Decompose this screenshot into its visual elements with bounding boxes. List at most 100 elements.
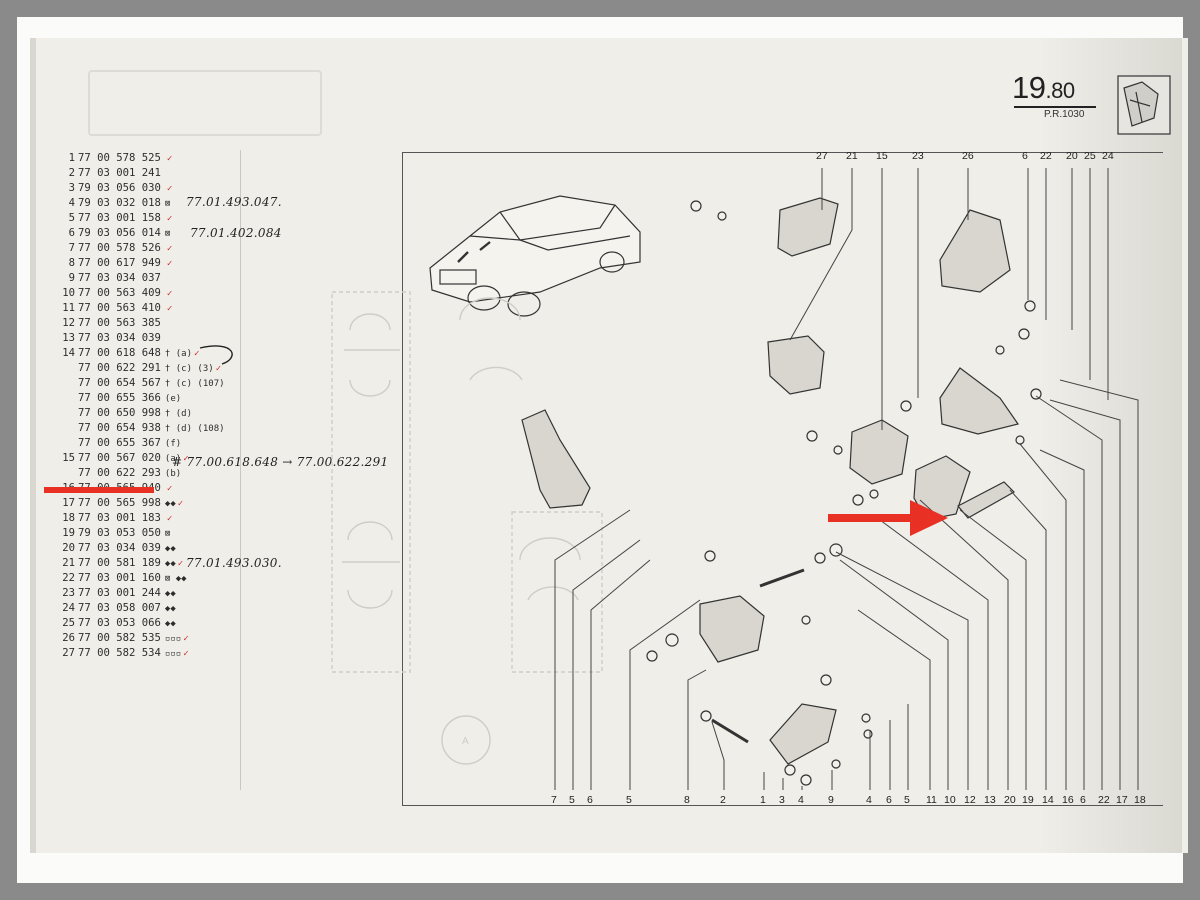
part-reference: 77 00 578 525 <box>78 152 161 164</box>
callout-bottom: 16 <box>1062 794 1074 806</box>
callout-bottom: 2 <box>720 794 726 806</box>
part-index: 17 <box>62 497 75 509</box>
section-thumbnail-icon <box>1117 75 1171 135</box>
part-index: 19 <box>62 527 75 539</box>
part-index: 2 <box>68 167 75 179</box>
part-reference: 77 00 563 409 <box>78 287 161 299</box>
part-reference: 77 03 001 241 <box>78 167 161 179</box>
callout-bottom: 6 <box>1080 794 1086 806</box>
part-code: ◆◆ <box>164 619 176 629</box>
faint-bleedthrough-box <box>88 70 322 136</box>
part-code: ◆◆ <box>164 499 176 509</box>
part-reference: 77 00 622 293 <box>78 467 161 479</box>
check-tick-icon: ✓ <box>183 649 189 659</box>
part-index: 27 <box>62 647 75 659</box>
check-tick-icon: ✓ <box>166 184 173 194</box>
callout-top: 22 <box>1040 150 1052 162</box>
part-reference: 77 03 034 039 <box>78 332 161 344</box>
leader-lines <box>554 168 1139 790</box>
callout-bottom: 4 <box>798 794 804 806</box>
part-row: 77 00 655 367(f) <box>62 436 262 451</box>
check-tick-icon: ✓ <box>166 154 173 164</box>
part-index: 26 <box>62 632 75 644</box>
part-index: 11 <box>62 302 75 314</box>
part-index: 3 <box>68 182 75 194</box>
callout-top: 24 <box>1102 150 1114 162</box>
column-divider <box>240 150 241 790</box>
part-reference: 77 00 565 998 <box>78 497 161 509</box>
part-index: 24 <box>62 602 75 614</box>
part-index: 18 <box>62 512 75 524</box>
part-code: ⊠ <box>164 529 171 539</box>
part-index: 13 <box>62 332 75 344</box>
callout-bottom: 5 <box>626 794 632 806</box>
part-code: ⊠ <box>164 229 171 239</box>
part-code: ▫▫▫ <box>164 649 182 659</box>
part-reference: 77 00 563 410 <box>78 302 161 314</box>
check-tick-icon: ✓ <box>215 364 222 374</box>
callout-bottom: 5 <box>904 794 910 806</box>
part-reference: 77 00 654 567 <box>78 377 161 389</box>
svg-text:A: A <box>462 736 469 747</box>
callout-bottom: 18 <box>1134 794 1146 806</box>
part-row: 77 00 650 998† (d) <box>62 406 262 421</box>
callout-top: 25 <box>1084 150 1096 162</box>
catalogue-page <box>30 38 1188 853</box>
part-code: (f) <box>164 439 182 449</box>
callout-bottom: 4 <box>866 794 872 806</box>
part-reference: 79 03 056 014 <box>78 227 161 239</box>
callout-top: 27 <box>816 150 828 162</box>
handwritten-note-6: 77.01.402.084 <box>190 226 282 240</box>
part-code: (b) <box>164 469 182 479</box>
part-reference: 79 03 053 050 <box>78 527 161 539</box>
page-number-rule <box>1014 106 1096 108</box>
check-tick-icon: ✓ <box>166 244 173 254</box>
highlight-bar <box>44 487 154 493</box>
part-reference: 77 03 001 183 <box>78 512 161 524</box>
handwritten-note-4: 77.01.493.047. <box>186 195 282 209</box>
part-index: 15 <box>62 452 75 464</box>
part-reference: 77 03 053 066 <box>78 617 161 629</box>
part-code: † (c) (107) <box>164 379 225 389</box>
check-tick-icon: ✓ <box>166 289 173 299</box>
part-reference: 77 00 655 366 <box>78 392 161 404</box>
part-row: 77 00 655 366(e) <box>62 391 262 406</box>
callout-bottom: 7 <box>551 794 557 806</box>
part-index: 9 <box>68 272 75 284</box>
part-index: 10 <box>62 287 75 299</box>
part-index: 22 <box>62 572 75 584</box>
part-reference: 77 00 650 998 <box>78 407 161 419</box>
callout-bottom: 17 <box>1116 794 1128 806</box>
part-reference: 77 03 058 007 <box>78 602 161 614</box>
callout-bottom: 1 <box>760 794 766 806</box>
part-code: † (d) <box>164 409 193 419</box>
part-code: (a) <box>164 454 182 464</box>
part-code: ◆◆ <box>164 589 176 599</box>
part-row: 77 00 654 938† (d) (108) <box>62 421 262 436</box>
part-index: 20 <box>62 542 75 554</box>
exploded-diagram-frame <box>402 152 1163 806</box>
callout-bottom: 19 <box>1022 794 1034 806</box>
callout-bottom: 5 <box>569 794 575 806</box>
red-pointer-arrow <box>828 500 948 536</box>
part-index: 8 <box>68 257 75 269</box>
part-reference: 77 00 655 367 <box>78 437 161 449</box>
callout-top: 21 <box>846 150 858 162</box>
part-index: 14 <box>62 347 75 359</box>
part-reference: 77 00 582 534 <box>78 647 161 659</box>
part-code: † (c) (3) <box>164 364 214 374</box>
check-tick-icon: ✓ <box>194 349 200 359</box>
part-index: 1 <box>68 152 75 164</box>
callout-top: 20 <box>1066 150 1078 162</box>
part-index: 21 <box>62 557 75 569</box>
